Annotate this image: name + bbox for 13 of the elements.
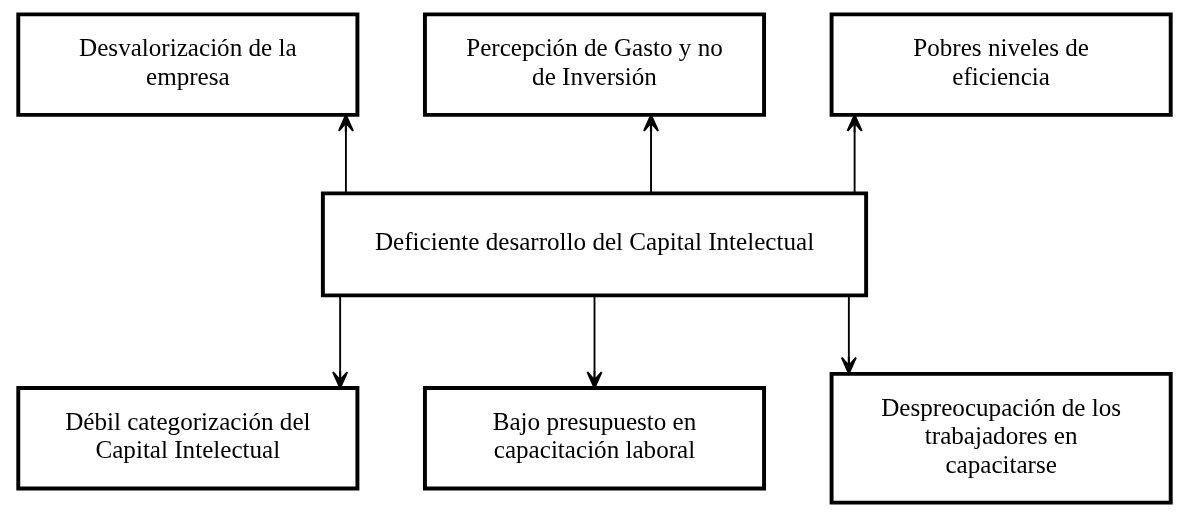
node-box: Despreocupación de los trabajadores en capacitarse xyxy=(829,371,1173,505)
node-box: Pobres niveles de eficiencia xyxy=(829,12,1173,117)
node-box: Deficiente desarrollo del Capital Intelectual xyxy=(320,191,869,298)
arrow xyxy=(643,114,660,195)
arrow xyxy=(337,114,354,195)
node-box: Percepción de Gasto y no de Inversión xyxy=(422,12,767,117)
arrow xyxy=(332,294,349,389)
node-box: Desvalorización de la empresa xyxy=(16,12,360,117)
node-box: Bajo presupuesto en capacitación laboral xyxy=(422,386,767,491)
arrow xyxy=(846,114,863,195)
arrow xyxy=(586,294,603,389)
arrow xyxy=(840,294,857,375)
node-box: Débil categorización del Capital Intelectual xyxy=(16,386,360,491)
